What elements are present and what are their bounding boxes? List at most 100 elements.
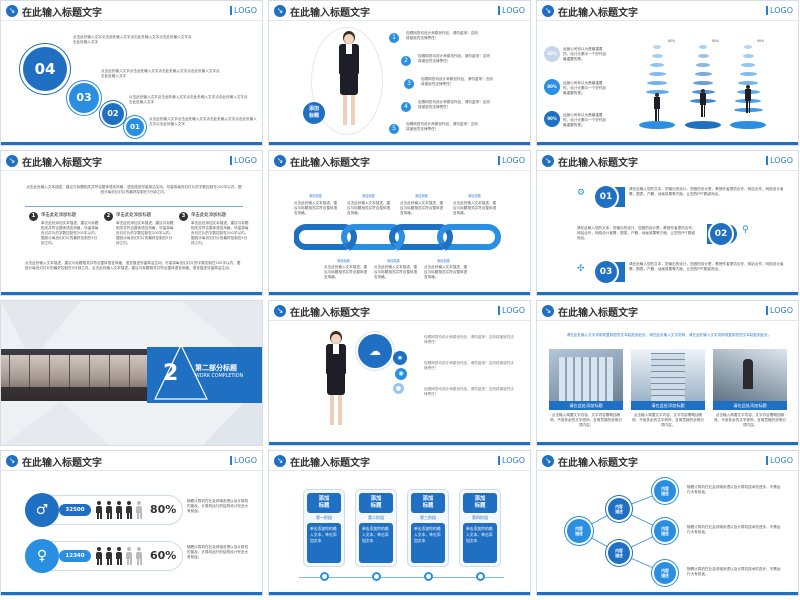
node-mid-1: 内容 描述 [608, 498, 630, 520]
chain-tag-4: 添加标题 [468, 194, 481, 198]
stack-base [685, 121, 721, 129]
slide-thumbnail-9[interactable]: ↘ 在此输入标题文字 LOGO 请在此处输入文字说明或复制您的文本粘贴到此处。请… [536, 300, 799, 446]
step-circle-01: 01 [126, 118, 144, 136]
stage-title-3: 添加 标题 [411, 493, 445, 513]
female-count: 12340 [59, 550, 91, 562]
card-text-1: 点击输入简要文字内容，文字内容需概括精炼，不用多余的文字修饰，言简意赅的说明分项… [550, 413, 622, 427]
arrow-icon: ↘ [274, 305, 286, 317]
slide-title: 在此输入标题文字 [558, 308, 638, 319]
percent-text-1: 运营公司你认为是最重要的，设计元素中一个好作品最重要的是。 [563, 47, 607, 61]
female-pictogram-row [95, 547, 149, 565]
item-badge-02: 02 [710, 223, 732, 245]
arrow-icon: ↘ [6, 5, 18, 17]
section-title: 第二部分标题 [195, 364, 237, 372]
stack-disc [653, 45, 661, 49]
item-text-5: 包眼网您均设计师原创作品，请勿盗采！否则将被追究法律责任！ [406, 122, 478, 131]
percent-label-60: 60% [668, 39, 676, 43]
stack-disc [647, 81, 667, 85]
slide-thumbnail-10[interactable]: ↘ 在此输入标题文字 LOGO ♂ 32500 80% 随着计算机在社会领域渗透… [0, 450, 263, 596]
timeline-line [299, 577, 504, 578]
step-title-1: 单击此处添加标题 [41, 213, 77, 218]
step-title-3: 单击此处添加标题 [191, 213, 227, 218]
stage-label-2: 第二阶段 [368, 515, 384, 520]
logo: LOGO [498, 6, 525, 15]
card-title-3: 请在此处添加标题 [713, 401, 787, 410]
slide-header: ↘ 在此输入标题文字 LOGO [537, 1, 798, 21]
slide-thumbnail-12[interactable]: ↘ 在此输入标题文字 LOGO 内容 描述 内容 描述 内容 描述 内容 描述 … [536, 450, 799, 596]
slide-title: 在此输入标题文字 [22, 8, 102, 19]
footer-bar [1, 292, 262, 295]
logo: LOGO [230, 156, 257, 165]
chain-text-2: 点击此处输入文本描述，建议与标题相关并符合整体语言风格。 [347, 201, 391, 215]
slide-thumbnail-11[interactable]: ↘ 在此输入标题文字 LOGO 添加 标题 第一阶段 单击添加你的输入文本，单击… [268, 450, 531, 596]
item-badge-03: 03 [595, 261, 617, 283]
item-text-4: 包眼网您均设计师原创作品，请勿盗采！否则将被追究法律责任！ [418, 100, 490, 109]
person-pictogram [135, 501, 143, 519]
building-photo-1 [549, 349, 623, 401]
chain-tag-6: 添加标题 [387, 259, 400, 263]
ring-icon: ◉ [395, 368, 407, 380]
stage-label-3: 第三阶段 [420, 515, 436, 520]
arrow-icon: ↘ [6, 155, 18, 167]
stage-text-4: 单击添加你的输入文本，单击添加文本 [463, 523, 497, 563]
slide-thumbnail-6[interactable]: ↘ 在此输入标题文字 LOGO ⚙ 01 请在此输入您的文本，您输出的设计，您做… [536, 150, 799, 296]
stack-base [639, 121, 675, 129]
slide-thumbnail-7[interactable]: 2 第二部分标题 WORK COMPLETION [0, 300, 263, 446]
item-text-3: 包眼网您均设计师原创作品，请勿盗采！否则将被追究法律责任！ [421, 77, 493, 86]
step-text-01: 点击此处输入文字点击此处输入文字点击此处输入文字点击此处输入文字点击此处输入文字 [149, 117, 257, 126]
step-badge-1: 1 [29, 212, 38, 221]
stacked-ovals-chart [617, 35, 797, 135]
step-title-2: 单击此处添加标题 [116, 213, 152, 218]
slide-thumbnail-5[interactable]: ↘ 在此输入标题文字 LOGO 添加标题 添加标题 添加标题 添加标题 点击此处… [268, 150, 531, 296]
logo: LOGO [766, 156, 793, 165]
footer-bar [269, 442, 530, 445]
male-count: 32500 [59, 504, 91, 516]
footer-bar [269, 292, 530, 295]
person-pictogram [105, 547, 113, 565]
male-icon: ♂ [25, 493, 59, 527]
intro-text: 请在此处输入文字说明或复制您的文本粘贴到此处。请在此处输入文字说明，请在此处输入… [566, 333, 772, 337]
item-badge-01: 01 [595, 186, 617, 208]
section-number: 2 [163, 361, 179, 386]
stack-disc [645, 90, 669, 94]
item-text-02: 请在此输入您的文本，您输出的设计，您做的设计是，教授作者提供合作，网站合作，网络… [577, 226, 696, 240]
person-pictogram [125, 501, 133, 519]
slide-thumbnail-3[interactable]: ↘ 在此输入标题文字 LOGO 60% 80% 90% 运营公司你认为是最重要的… [536, 0, 799, 146]
stage-title-2: 添加 标题 [359, 493, 393, 513]
logo: LOGO [498, 456, 525, 465]
stack-disc [648, 72, 666, 76]
stack-disc [699, 45, 707, 49]
section-subtitle: WORK COMPLETION [195, 374, 244, 379]
stage-label-1: 第一阶段 [316, 515, 332, 520]
node-outer-3: 内容 描述 [654, 562, 676, 584]
slide-title: 在此输入标题文字 [558, 158, 638, 169]
slide-header: ↘ 在此输入标题文字 LOGO [1, 151, 262, 171]
arrow-icon: ↘ [6, 455, 18, 467]
slide-thumbnail-8[interactable]: ↘ 在此输入标题文字 LOGO ☁ ★ ◉ ● 包眼网您均设计师原创作品，请勿盗… [268, 300, 531, 446]
male-pictogram-row [95, 501, 149, 519]
business-figure [654, 93, 660, 121]
female-text: 随着计算机在社会领域渗透以及计算机的普及，计算机运行的结构设计完全大有前途。 [187, 545, 249, 559]
arrow-icon: ↘ [274, 155, 286, 167]
chat-icon: ☁ [358, 334, 392, 368]
intro-text: 点击此处输入文本描述，建议与标题相关并符合整体语言风格，语言描述尽量简洁生动。尽… [26, 185, 242, 194]
title-badge: 添加 标题 [303, 102, 325, 124]
slide-thumbnail-1[interactable]: ↘ 在此输入标题文字 LOGO 04 03 02 01 点击此处输入文字点击此处… [0, 0, 263, 146]
slide-thumbnail-4[interactable]: ↘ 在此输入标题文字 LOGO 点击此处输入文本描述，建议与标题相关并符合整体语… [0, 150, 263, 296]
chain-tag-2: 添加标题 [362, 194, 375, 198]
arc-outline [311, 27, 383, 135]
slide-title: 在此输入标题文字 [290, 158, 370, 169]
percent-text-3: 运营公司你认为是最重要的，设计元素中一个好作品最重要的是。 [563, 113, 607, 127]
stage-text-2: 单击添加你的输入文本，单击添加文本 [359, 523, 393, 563]
card-text-3: 点击输入简要文字内容，文字内容需概括精炼，不用多余的文字修饰，言简意赅的说明分项… [714, 413, 786, 427]
step-badge-3: 3 [179, 212, 188, 221]
stack-disc [744, 45, 752, 49]
step-text-3: 单击此处添加文本描述，建议与标题相关并符合整体语言风格，尽量将每页幻灯片的字数控… [191, 221, 249, 245]
female-icon: ♀ [25, 539, 59, 573]
step-badge-2: 2 [104, 212, 113, 221]
location-pin-icon: ⚲ [742, 225, 749, 235]
stage-label-4: 第四阶段 [472, 515, 488, 520]
slide-thumbnail-2[interactable]: ↘ 在此输入标题文字 LOGO 添加 标题 1 2 3 4 5 包眼网您均设计师… [268, 0, 531, 146]
slide-title: 在此输入标题文字 [290, 308, 370, 319]
logo: LOGO [766, 456, 793, 465]
